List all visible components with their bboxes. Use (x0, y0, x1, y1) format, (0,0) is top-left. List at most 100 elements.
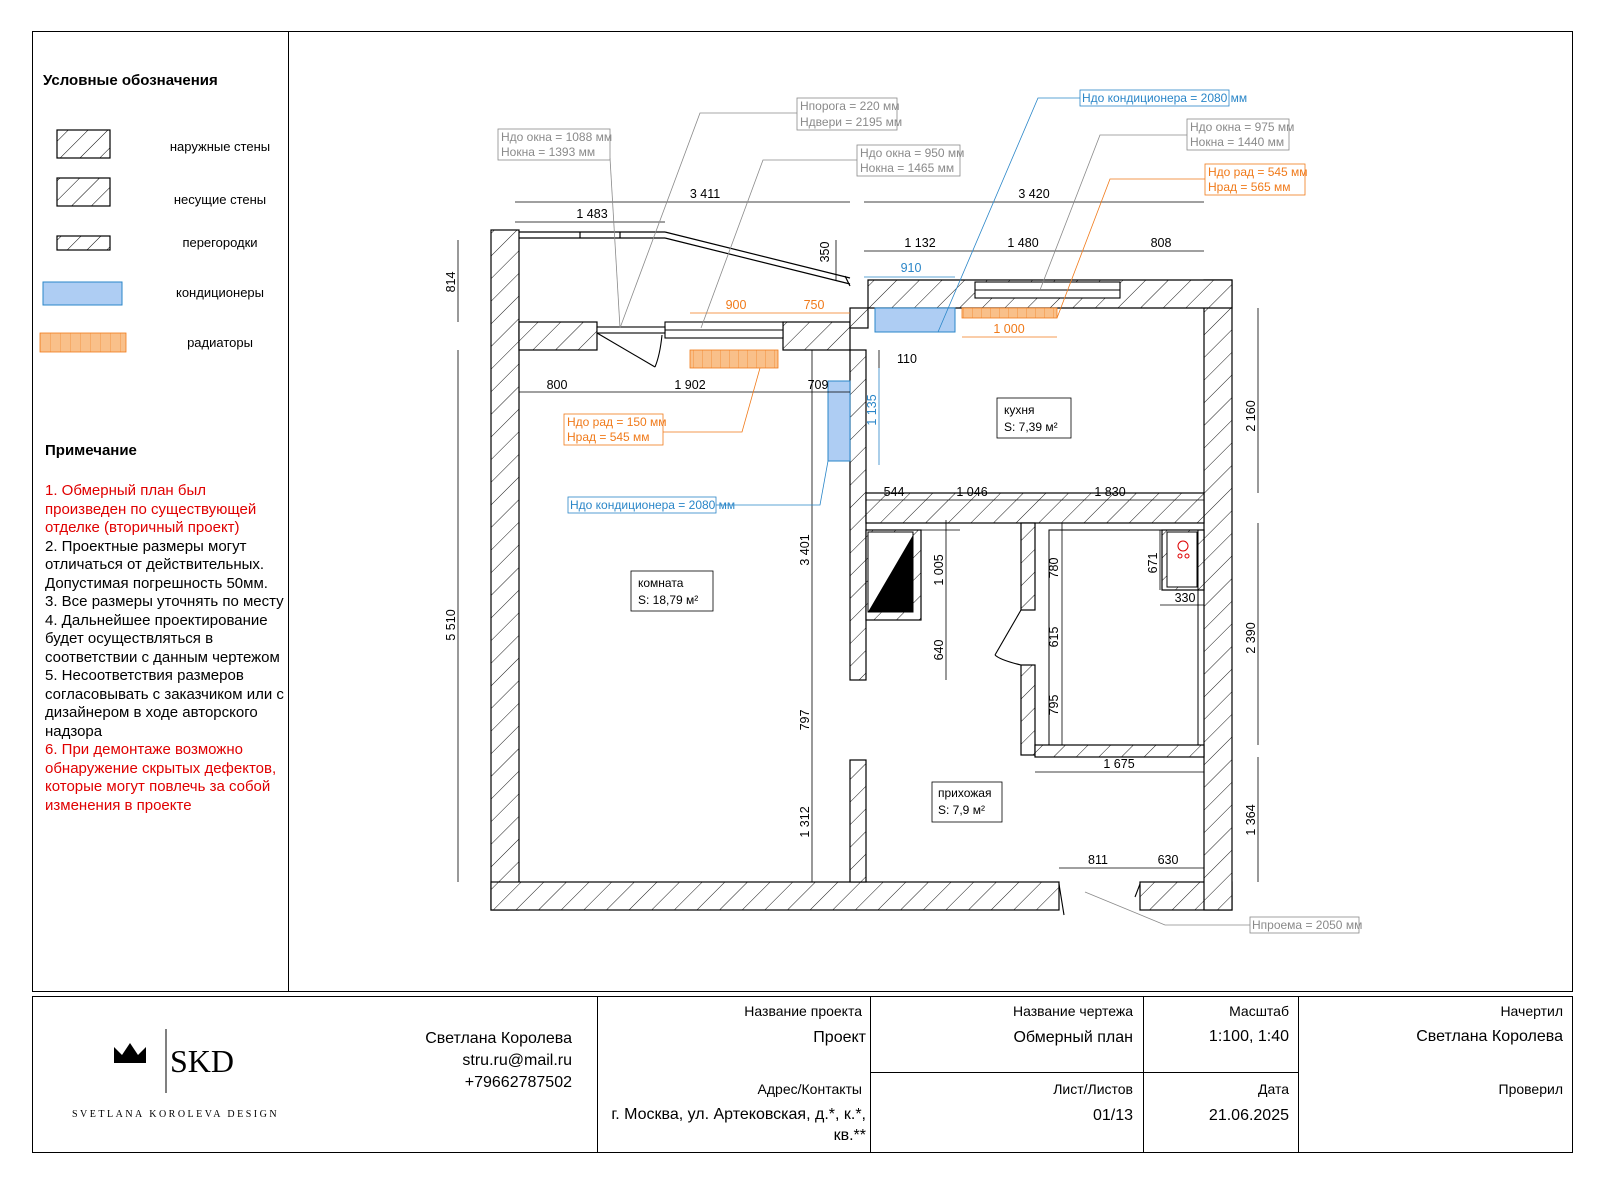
legend-label-bearing: несущие стены (173, 192, 267, 207)
radiator-room (689, 349, 779, 369)
legend-label-partition: перегородки (182, 235, 258, 250)
dim-630: 630 (1158, 853, 1179, 867)
address-label: Адрес/Контакты (757, 1081, 862, 1097)
dim-814: 814 (444, 272, 458, 293)
sheet-value: 01/13 (1092, 1107, 1133, 1124)
dim-350: 350 (818, 242, 832, 263)
room-name-living: комната (638, 576, 684, 590)
legend-bearing-wall-symbol (56, 177, 111, 207)
legend-title: Условные обозначения (43, 72, 218, 89)
legend-symbols (39, 129, 127, 353)
radiator-kitchen (961, 307, 1058, 319)
checked-label: Проверил (1498, 1081, 1563, 1097)
drawing-label: Название чертежа (1012, 1003, 1133, 1019)
note-6: 6. При демонтаже возможно обнаружение ск… (45, 741, 277, 814)
dim-2160: 2 160 (1244, 400, 1258, 431)
room-area-living: S: 18,79 м² (638, 593, 698, 607)
callout-rad-room-h: Hрад = 545 мм (567, 430, 650, 444)
dim-811: 811 (1088, 853, 1108, 867)
windows (596, 281, 1121, 339)
dim-797: 797 (798, 710, 812, 731)
dim-3401: 3 401 (798, 534, 812, 565)
dim-1312: 1 312 (798, 806, 812, 837)
dim-709: 709 (808, 378, 829, 392)
dim-780: 780 (1047, 558, 1061, 579)
dim-544: 544 (884, 485, 905, 499)
note-2: 2. Проектные размеры могут отличаться от… (45, 537, 268, 592)
fixture (1166, 531, 1198, 588)
drawn-value: Светлана Королева (1416, 1028, 1563, 1045)
project-label: Название проекта (744, 1003, 862, 1019)
bathroom-outline (1048, 529, 1199, 746)
dimension-lines (457, 201, 1259, 882)
balcony (519, 231, 851, 287)
dim-910: 910 (901, 261, 922, 275)
ac-unit-kitchen (874, 307, 956, 333)
ac-unit-room (827, 380, 851, 462)
callout-win2-sill: Hдо окна = 950 мм (860, 146, 964, 160)
dim-1000: 1 000 (993, 322, 1024, 336)
logo-subtitle: SVETLANA KOROLEVA DESIGN (72, 1109, 280, 1120)
dim-671: 671 (1146, 553, 1160, 574)
note-3: 3. Все размеры уточнять по месту (45, 593, 284, 610)
author-email: stru.ru@mail.ru (462, 1052, 572, 1069)
dim-top-right-total: 3 420 (1018, 187, 1049, 201)
floor-plan: 3 411 1 483 3 420 1 132 1 480 808 910 90… (444, 89, 1362, 934)
dim-1046: 1 046 (956, 485, 987, 499)
legend-partition-symbol (56, 235, 111, 251)
note-5: 5. Несоответствия размеров согласовывать… (45, 667, 284, 740)
dim-330: 330 (1175, 591, 1196, 605)
logo (114, 1029, 167, 1093)
notes-title: Примечание (45, 442, 137, 459)
logo-mark: SKD (170, 1043, 235, 1079)
dim-110: 110 (897, 352, 917, 366)
scale-label: Масштаб (1229, 1003, 1289, 1019)
callout-leaders (609, 97, 1250, 926)
title-block (32, 996, 1573, 1153)
callout-labels: Hпорога = 220 мм Hдвери = 2195 мм Hдо ок… (497, 89, 1362, 934)
dim-800: 800 (547, 378, 568, 392)
callout-win2-h: Hокна = 1465 мм (860, 161, 954, 175)
outer-walls (490, 229, 1233, 911)
room-name-kitchen: кухня (1004, 403, 1035, 417)
legend-outer-wall-symbol (56, 129, 111, 159)
dim-640: 640 (932, 640, 946, 661)
dim-1902: 1 902 (674, 378, 705, 392)
legend-radiator-symbol (39, 332, 127, 353)
dim-1675: 1 675 (1103, 757, 1134, 771)
dim-1480: 1 480 (1007, 236, 1038, 250)
callout-ac-kitchen: Hдо кондиционера = 2080 мм (1082, 91, 1247, 105)
dim-1830: 1 830 (1094, 485, 1125, 499)
dim-top-left-seg: 1 483 (576, 207, 607, 221)
dim-1364: 1 364 (1244, 804, 1258, 835)
colored-dimensions (690, 276, 1057, 465)
callout-door: Hдвери = 2195 мм (800, 115, 902, 129)
callout-rad-kitchen-sill: Hдо рад = 545 мм (1208, 165, 1308, 179)
date-value: 21.06.2025 (1208, 1107, 1289, 1124)
callout-win1-h: Hокна = 1393 мм (501, 145, 595, 159)
callout-threshold: Hпорога = 220 мм (800, 99, 900, 113)
callout-win3-sill: Hдо окна = 975 мм (1190, 120, 1294, 134)
callout-win3-h: Hокна = 1440 мм (1190, 135, 1284, 149)
drawing-panel (288, 31, 1573, 992)
project-value: Проект (813, 1029, 866, 1046)
room-name-hall: прихожая (938, 786, 991, 800)
room-area-kitchen: S: 7,39 м² (1004, 420, 1058, 434)
legend-label-radiator: радиаторы (187, 335, 253, 350)
dim-615: 615 (1047, 627, 1061, 648)
dim-795: 795 (1047, 695, 1061, 716)
room-area-hall: S: 7,9 м² (938, 803, 985, 817)
dim-750: 750 (804, 298, 825, 312)
legend-ac-symbol (42, 281, 123, 306)
crown-icon (114, 1043, 146, 1063)
dim-2390: 2 390 (1244, 622, 1258, 653)
note-4: 4. Дальнейшее проектирование будет осуще… (45, 611, 280, 666)
dim-5510: 5 510 (444, 609, 458, 640)
author-phone: +79662787502 (464, 1074, 572, 1091)
legend-label-ac: кондиционеры (175, 285, 264, 300)
dim-1005: 1 005 (932, 554, 946, 585)
dim-900: 900 (726, 298, 747, 312)
callout-rad-kitchen-h: Hрад = 565 мм (1208, 180, 1291, 194)
callout-opening: Hпроема = 2050 мм (1252, 918, 1362, 932)
author-name: Светлана Королева (425, 1030, 572, 1047)
